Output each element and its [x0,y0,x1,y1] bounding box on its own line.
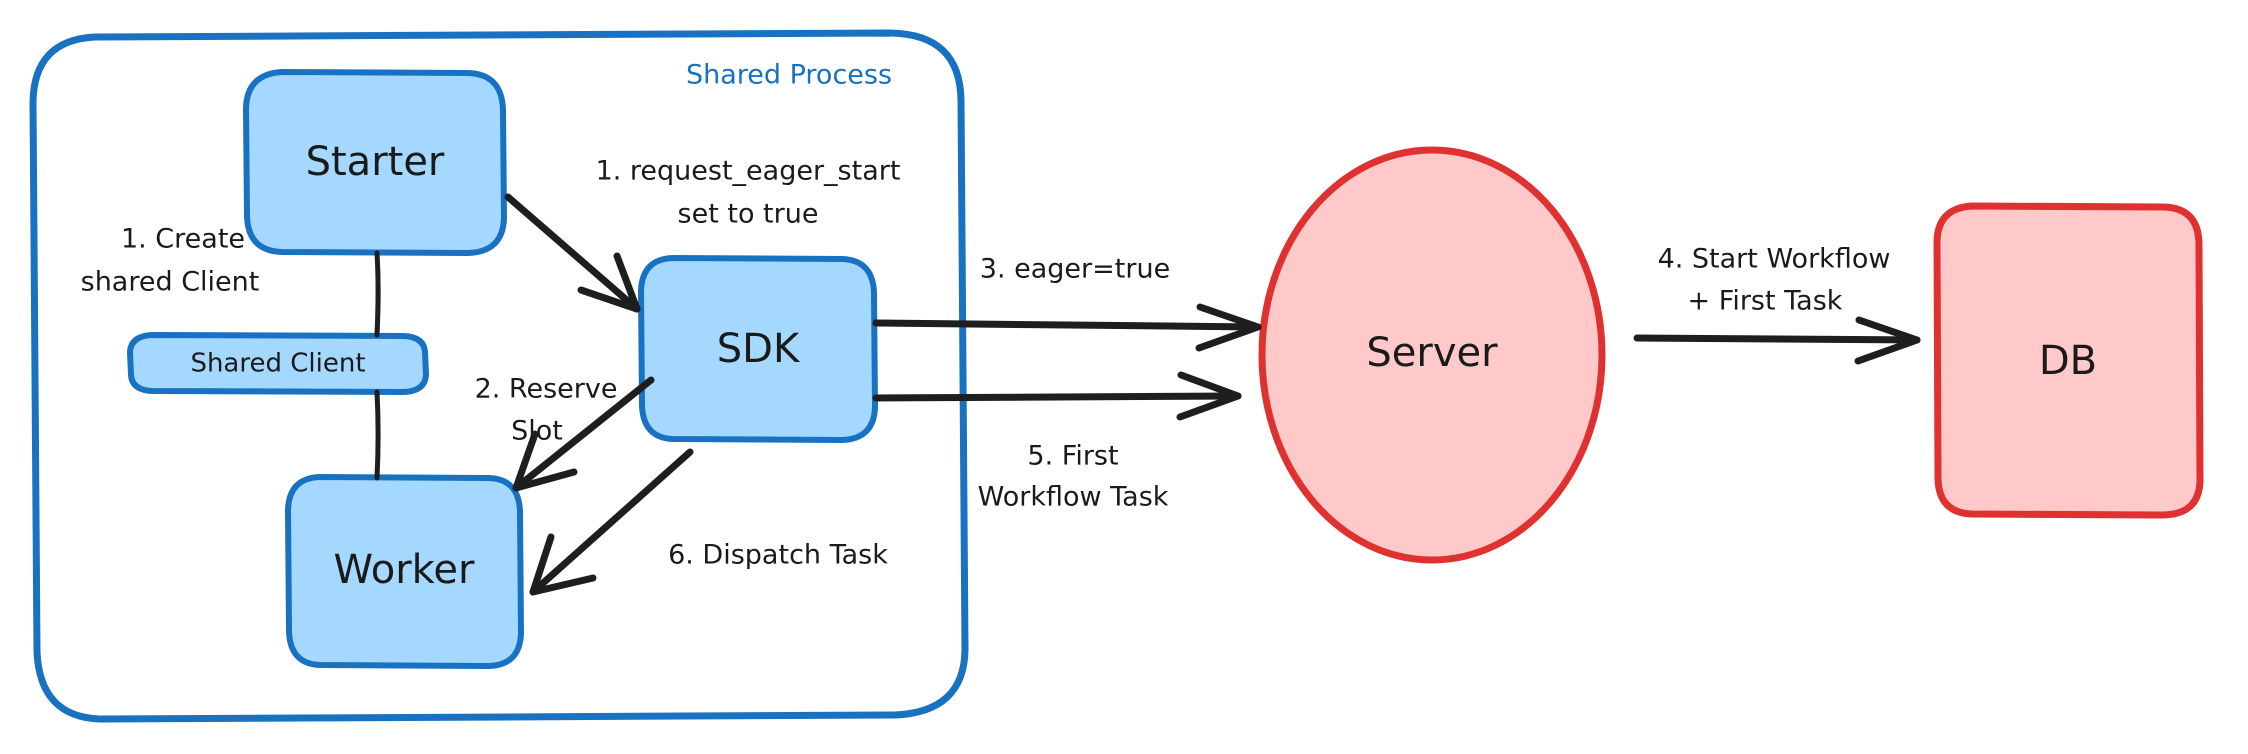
edge-first-workflow-task-label-line2: Workflow Task [978,482,1169,513]
edge-create-shared-client-line [374,250,381,338]
edge-request-eager-start-label-line1: 1. request_eager_start [596,156,901,187]
edge-request-eager-start-arrowhead [577,252,641,313]
edge-first-workflow-task-label-line1: 5. First [1027,441,1118,472]
edge-dispatch-task-line [529,448,694,596]
edge-reserve-slot-arrowhead [512,430,578,492]
edge-create-shared-client: 1. Create shared Client [81,224,381,338]
edge-reserve-slot-label-line2: Slot [511,416,563,447]
edge-dispatch-task-label: 6. Dispatch Task [668,540,888,571]
shared-process-border [29,29,969,723]
group-shared-process: Shared Process [29,29,969,723]
worker-shape-outline [285,474,524,669]
sdk-shape-outline [638,255,878,443]
edge-eager-true-label: 3. eager=true [980,254,1170,285]
server-shape-fill [1262,150,1602,560]
shared-client-label: Shared Client [190,349,365,379]
edge-first-workflow-task-arrowhead [1176,371,1242,421]
edge-shared-client-worker [374,389,381,481]
node-shared-client[interactable]: Shared Client [127,332,429,395]
db-label: DB [2039,338,2097,384]
sdk-shape-fill [641,258,875,440]
edge-shared-client-worker-line [374,389,381,481]
db-shape-fill [1937,206,2200,515]
edge-start-workflow: 4. Start Workflow + First Task [1633,244,1921,365]
shared-client-shape-outline [127,332,429,395]
edge-request-eager-start-label-line2: set to true [678,199,819,230]
shared-client-shape-fill [130,335,426,392]
db-shape-outline [1933,202,2204,519]
edge-eager-true: 3. eager=true [872,254,1262,352]
edge-start-workflow-line [1633,334,1921,344]
node-server[interactable]: Server [1258,146,1606,564]
node-sdk[interactable]: SDK [638,255,878,443]
edge-start-workflow-label-line2: + First Task [1688,286,1843,317]
node-starter[interactable]: Starter [243,69,507,256]
worker-shape-fill [288,477,521,666]
edge-create-shared-client-label-line1: 1. Create [121,224,245,255]
edge-reserve-slot-label-line1: 2. Reserve [475,374,618,405]
shared-process-label: Shared Process [686,60,892,91]
edge-start-workflow-label-line1: 4. Start Workflow [1658,244,1891,275]
edge-first-workflow-task: 5. First Workflow Task [872,371,1242,513]
worker-label: Worker [334,547,475,593]
sdk-label: SDK [717,326,801,372]
server-label: Server [1366,330,1498,376]
edge-first-workflow-task-line [872,392,1242,402]
edge-reserve-slot: 2. Reserve Slot [475,374,655,492]
edge-request-eager-start: 1. request_eager_start set to true [504,156,901,313]
server-shape-outline [1258,146,1606,564]
edge-eager-true-line [872,319,1262,331]
edge-eager-true-arrowhead [1195,303,1262,352]
starter-label: Starter [306,139,445,185]
starter-shape-fill [246,72,504,253]
edge-dispatch-task-arrowhead [529,533,597,596]
edge-request-eager-start-line [504,193,641,313]
node-db[interactable]: DB [1933,202,2204,519]
edge-start-workflow-arrowhead [1854,316,1921,365]
edge-dispatch-task: 6. Dispatch Task [529,448,888,596]
edge-reserve-slot-line [512,376,655,492]
starter-shape-outline [243,69,507,256]
node-worker[interactable]: Worker [285,474,524,669]
edge-create-shared-client-label-line2: shared Client [81,267,260,298]
